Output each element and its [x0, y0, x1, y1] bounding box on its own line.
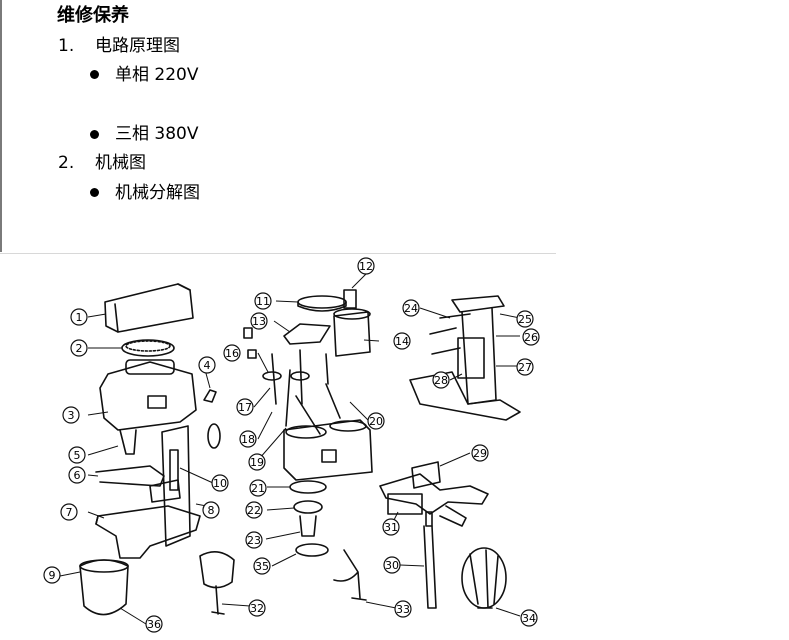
callout-label: 31	[384, 521, 398, 534]
callout-36: 36	[145, 615, 163, 633]
callout-label: 27	[518, 361, 532, 374]
attachments-drawing	[79, 547, 507, 616]
callout-13: 13	[250, 312, 268, 330]
callout-33: 33	[394, 600, 412, 618]
section-heading: 维修保养	[57, 5, 129, 26]
part-callouts: 1 2 3 4 5 6 7 8 9 10 11 12 13 14 15 16 1…	[43, 257, 540, 633]
callout-label: 3	[68, 409, 75, 422]
callout-label: 24	[404, 302, 418, 315]
callout-label: 14	[395, 335, 409, 348]
callout-9: 9	[43, 566, 61, 584]
callout-label: 35	[255, 560, 269, 573]
bullet-single-phase: 单相 220V	[115, 65, 199, 85]
callout-11: 11	[254, 292, 272, 310]
callout-19: 19	[248, 453, 266, 471]
callout-label: 29	[473, 447, 487, 460]
callout-label: 22	[247, 504, 261, 517]
mixer-body-drawing	[95, 283, 221, 559]
callout-27: 27	[516, 358, 534, 376]
callout-25: 25	[516, 310, 534, 328]
callout-label: 10	[213, 477, 227, 490]
callout-35: 35	[253, 557, 271, 575]
callout-26: 26	[522, 328, 540, 346]
callout-label: 17	[238, 401, 252, 414]
callout-30: 30	[383, 556, 401, 574]
bullet-exploded-view: 机械分解图	[115, 183, 200, 203]
callout-label: 25	[518, 313, 532, 326]
callout-12: 12	[357, 257, 375, 275]
list-item-circuit-diagram: 电路原理图	[95, 36, 180, 56]
callout-17: 17	[236, 398, 254, 416]
callout-label: 13	[252, 315, 266, 328]
callout-6: 6	[68, 466, 86, 484]
callout-18: 18	[239, 430, 257, 448]
callout-32: 32	[248, 599, 266, 617]
callout-label: 28	[434, 374, 448, 387]
callout-24: 24	[402, 299, 420, 317]
gear-shaft-drawing	[379, 461, 489, 609]
callout-label: 30	[385, 559, 399, 572]
callout-label: 1	[76, 311, 83, 324]
callout-34: 34	[520, 609, 538, 627]
callout-label: 19	[250, 456, 264, 469]
callout-label: 9	[49, 569, 56, 582]
callout-label: 18	[241, 433, 255, 446]
callout-label: 21	[251, 482, 265, 495]
callout-14: 14	[393, 332, 411, 350]
callout-label: 36	[147, 618, 161, 631]
callout-label: 11	[256, 295, 270, 308]
callout-16: 16	[223, 344, 241, 362]
list-item-number-1: 1.	[58, 36, 75, 56]
bullet-dot	[90, 188, 99, 197]
callout-label: 7	[66, 506, 73, 519]
callout-4: 4	[198, 356, 216, 374]
callout-label: 8	[208, 504, 215, 517]
list-item-number-2: 2.	[58, 153, 75, 173]
callout-label: 26	[524, 331, 538, 344]
callout-label: 32	[250, 602, 264, 615]
callout-20: 20	[367, 412, 385, 430]
callout-label: 34	[522, 612, 536, 625]
column-assembly-drawing	[409, 295, 521, 421]
callout-10: 10	[211, 474, 229, 492]
callout-2: 2	[70, 339, 88, 357]
callout-31: 31	[382, 518, 400, 536]
callout-23: 23	[245, 531, 263, 549]
motor-and-gear-drawing	[243, 289, 373, 557]
callout-label: 16	[225, 347, 239, 360]
callout-21: 21	[249, 479, 267, 497]
callout-1: 1	[70, 308, 88, 326]
callout-7: 7	[60, 503, 78, 521]
callout-label: 23	[247, 534, 261, 547]
callout-label: 4	[204, 359, 211, 372]
callout-label: 12	[359, 260, 373, 273]
callout-label: 33	[396, 603, 410, 616]
callout-8: 8	[202, 501, 220, 519]
list-item-mechanical-drawing: 机械图	[95, 153, 146, 173]
figure-top-border	[0, 253, 556, 254]
bullet-dot	[90, 130, 99, 139]
bullet-three-phase: 三相 380V	[115, 124, 199, 144]
callout-label: 2	[76, 342, 83, 355]
callout-label: 20	[369, 415, 383, 428]
callout-15: 15	[392, 268, 408, 284]
callout-22: 22	[245, 501, 263, 519]
callout-28: 28	[432, 371, 450, 389]
exploded-view-diagram: 1 2 3 4 5 6 7 8 9 10 11 12 13 14 15 16 1…	[43, 257, 540, 633]
bullet-dot	[90, 70, 99, 79]
callout-3: 3	[62, 406, 80, 424]
left-margin-rule	[0, 0, 2, 252]
callout-label: 5	[74, 449, 81, 462]
callout-label: 6	[74, 469, 81, 482]
callout-5: 5	[68, 446, 86, 464]
callout-29: 29	[471, 444, 489, 462]
